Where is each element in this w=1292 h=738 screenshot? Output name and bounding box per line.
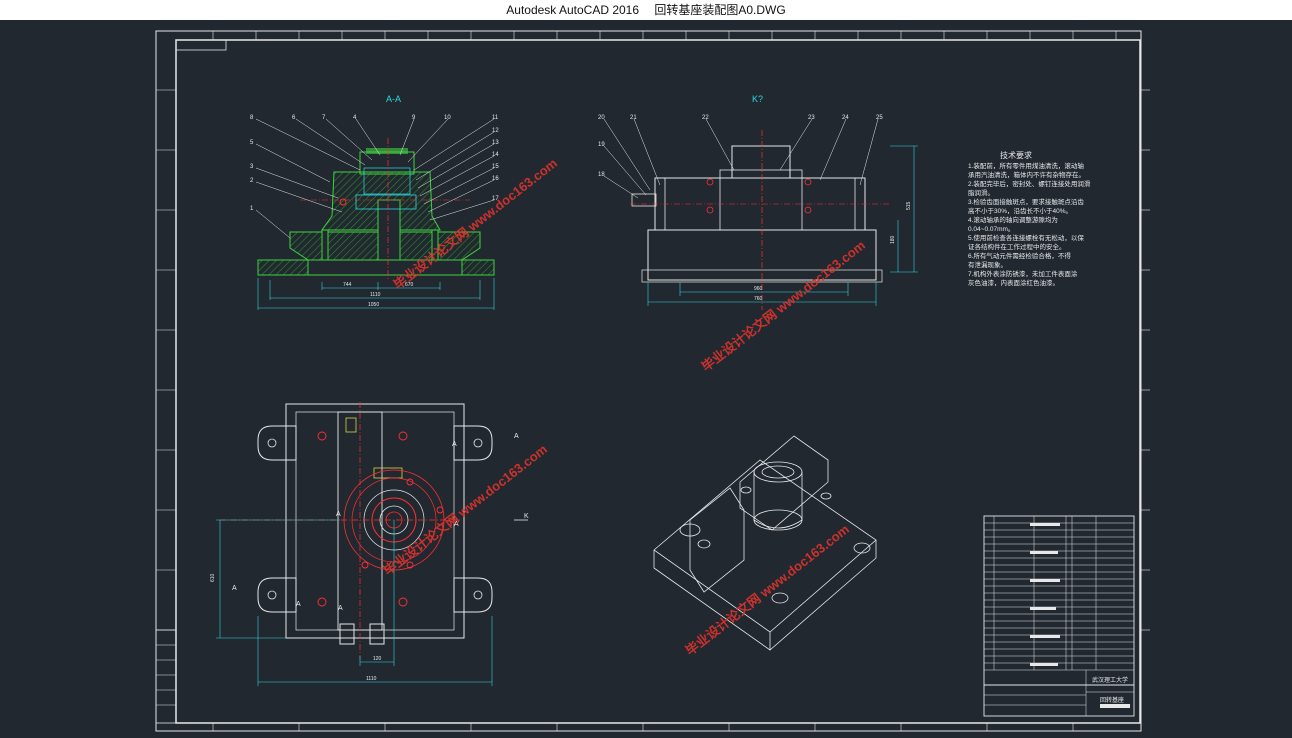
tech-line: 4.滚动轴承的轴向调整游隙均为: [968, 215, 1058, 224]
tech-line: 2.装配完毕后，密封处、螺钉连接处用润滑: [968, 179, 1091, 188]
section-view-a-a: A-A 8 6 7 4: [250, 94, 499, 310]
tech-line: 5.使用前检查各连接螺栓有无松动，以保: [968, 233, 1084, 242]
callout-23: 23: [808, 115, 815, 121]
tech-line: 7.机构外表涂防锈漆，未加工件表面涂: [968, 269, 1078, 278]
view-k: K? 20 21 19 18 22 23 24 25: [598, 94, 918, 310]
tech-line: 灰色油漆，内表面涂红色油漆。: [968, 278, 1059, 287]
dim-760: 760: [754, 296, 763, 302]
callout-17: 17: [492, 196, 499, 202]
dim-515: 515: [906, 201, 912, 210]
drawing-frame: [155, 30, 1150, 732]
drawing-canvas[interactable]: A-A 8 6 7 4: [0, 20, 1292, 738]
tech-line: 3.检验齿面接触斑点，要求接触斑点沿齿: [968, 197, 1084, 206]
tech-line: 证各结构件在工作过程中的安全。: [968, 242, 1066, 251]
tech-line: 1.装配前，所有零件用煤油清洗，滚动轴: [968, 161, 1084, 170]
tech-line: 高不小于30%，沿齿长不小于40%。: [968, 206, 1072, 215]
marker-a: A: [514, 433, 519, 440]
callout-3: 3: [250, 164, 254, 170]
marker-a: A: [338, 605, 343, 612]
callout-8: 8: [250, 115, 254, 121]
drawing-name: 回转基座: [1100, 696, 1124, 704]
dim-610: 610: [210, 573, 216, 582]
tech-title: 技术要求: [1000, 150, 1032, 160]
dim-744: 744: [343, 282, 352, 288]
callout-1: 1: [250, 206, 254, 212]
watermark-3: 毕业设计论文网 www.doc163.com: [381, 441, 550, 578]
marker-a: A: [296, 601, 301, 608]
isometric-view: [653, 435, 877, 651]
dim-670: 670: [405, 282, 414, 288]
callout-15: 15: [492, 164, 499, 170]
dim-180: 180: [890, 235, 896, 244]
callout-4: 4: [353, 115, 357, 121]
callout-22: 22: [702, 115, 709, 121]
callout-13: 13: [492, 140, 499, 146]
marker-a: A: [336, 511, 341, 518]
callout-24: 24: [842, 115, 849, 121]
callout-12: 12: [492, 128, 499, 134]
callout-18: 18: [598, 172, 605, 178]
callout-19: 19: [598, 142, 605, 148]
callout-14: 14: [492, 152, 499, 158]
app-name: Autodesk AutoCAD 2016: [506, 3, 640, 17]
section-label: A-A: [386, 94, 401, 104]
callout-20: 20: [598, 115, 605, 121]
view-k-label: K?: [752, 94, 763, 104]
callout-25: 25: [876, 115, 883, 121]
callout-7: 7: [322, 115, 326, 121]
dim-960: 960: [754, 286, 763, 292]
tech-line: 0.04~0.07mm。: [968, 226, 1014, 233]
callout-2: 2: [250, 178, 254, 184]
school-name: 武汉理工大学: [1092, 676, 1128, 684]
drawing-svg: A-A 8 6 7 4: [155, 30, 1150, 732]
marker-a: A: [454, 521, 459, 528]
tech-line: 脂润滑。: [968, 188, 994, 197]
callout-16: 16: [492, 176, 499, 182]
callout-6: 6: [292, 115, 296, 121]
watermark-2: 毕业设计论文网 www.doc163.com: [699, 237, 868, 374]
callout-10: 10: [444, 115, 451, 121]
marker-a: A: [232, 585, 237, 592]
watermark-4: 毕业设计论文网 www.doc163.com: [683, 521, 852, 658]
window-title-bar: Autodesk AutoCAD 2016 回转基座装配图A0.DWG: [0, 0, 1292, 20]
marker-a: A: [452, 441, 457, 448]
file-name: 回转基座装配图A0.DWG: [654, 3, 786, 17]
callout-9: 9: [412, 115, 416, 121]
dim-1050: 1050: [368, 302, 379, 308]
technical-requirements: 技术要求 1.装配前，所有零件用煤油清洗，滚动轴 承用汽油清洗，箱体内不许有杂物…: [968, 150, 1091, 287]
plan-view: 610 120 1110 A A A A A A A K: [210, 402, 529, 686]
callout-11: 11: [492, 115, 499, 121]
callout-21: 21: [630, 115, 637, 121]
dim-1110: 1110: [370, 292, 381, 298]
marker-k: K: [524, 513, 529, 520]
dim-overall: 1110: [366, 676, 377, 682]
parts-list: [983, 515, 1135, 717]
tech-line: 有泄漏现象。: [968, 260, 1007, 269]
tech-line: 6.所有气动元件需经检验合格，不得: [968, 251, 1071, 260]
tech-line: 承用汽油清洗，箱体内不许有杂物存在。: [968, 170, 1085, 179]
dim-120: 120: [373, 656, 382, 662]
callout-5: 5: [250, 140, 254, 146]
